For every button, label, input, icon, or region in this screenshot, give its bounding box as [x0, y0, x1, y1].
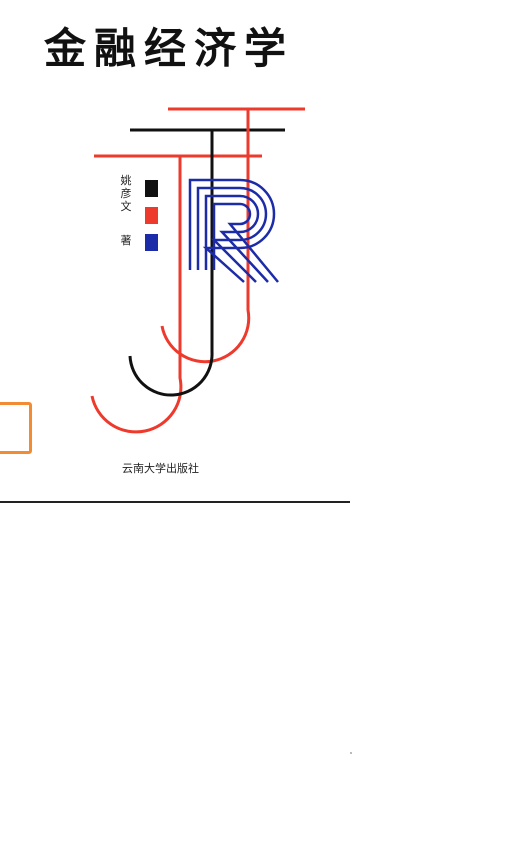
scan-speck: [350, 752, 352, 754]
black-swatch: [145, 180, 158, 197]
blue-swatch: [145, 234, 158, 251]
book-title: 金融经济学: [44, 24, 295, 73]
red-swatch: [145, 207, 158, 224]
red-j-small: [160, 109, 251, 364]
author-name: 姚彦文: [120, 174, 132, 213]
cover-bottom-rule: [0, 501, 350, 503]
publisher-name: 云南大学出版社: [122, 462, 199, 475]
author-role: 著: [120, 234, 132, 247]
red-j-large: [90, 156, 183, 434]
black-j: [128, 130, 214, 397]
orange-sticker: [0, 402, 32, 454]
blue-r: [188, 178, 279, 283]
